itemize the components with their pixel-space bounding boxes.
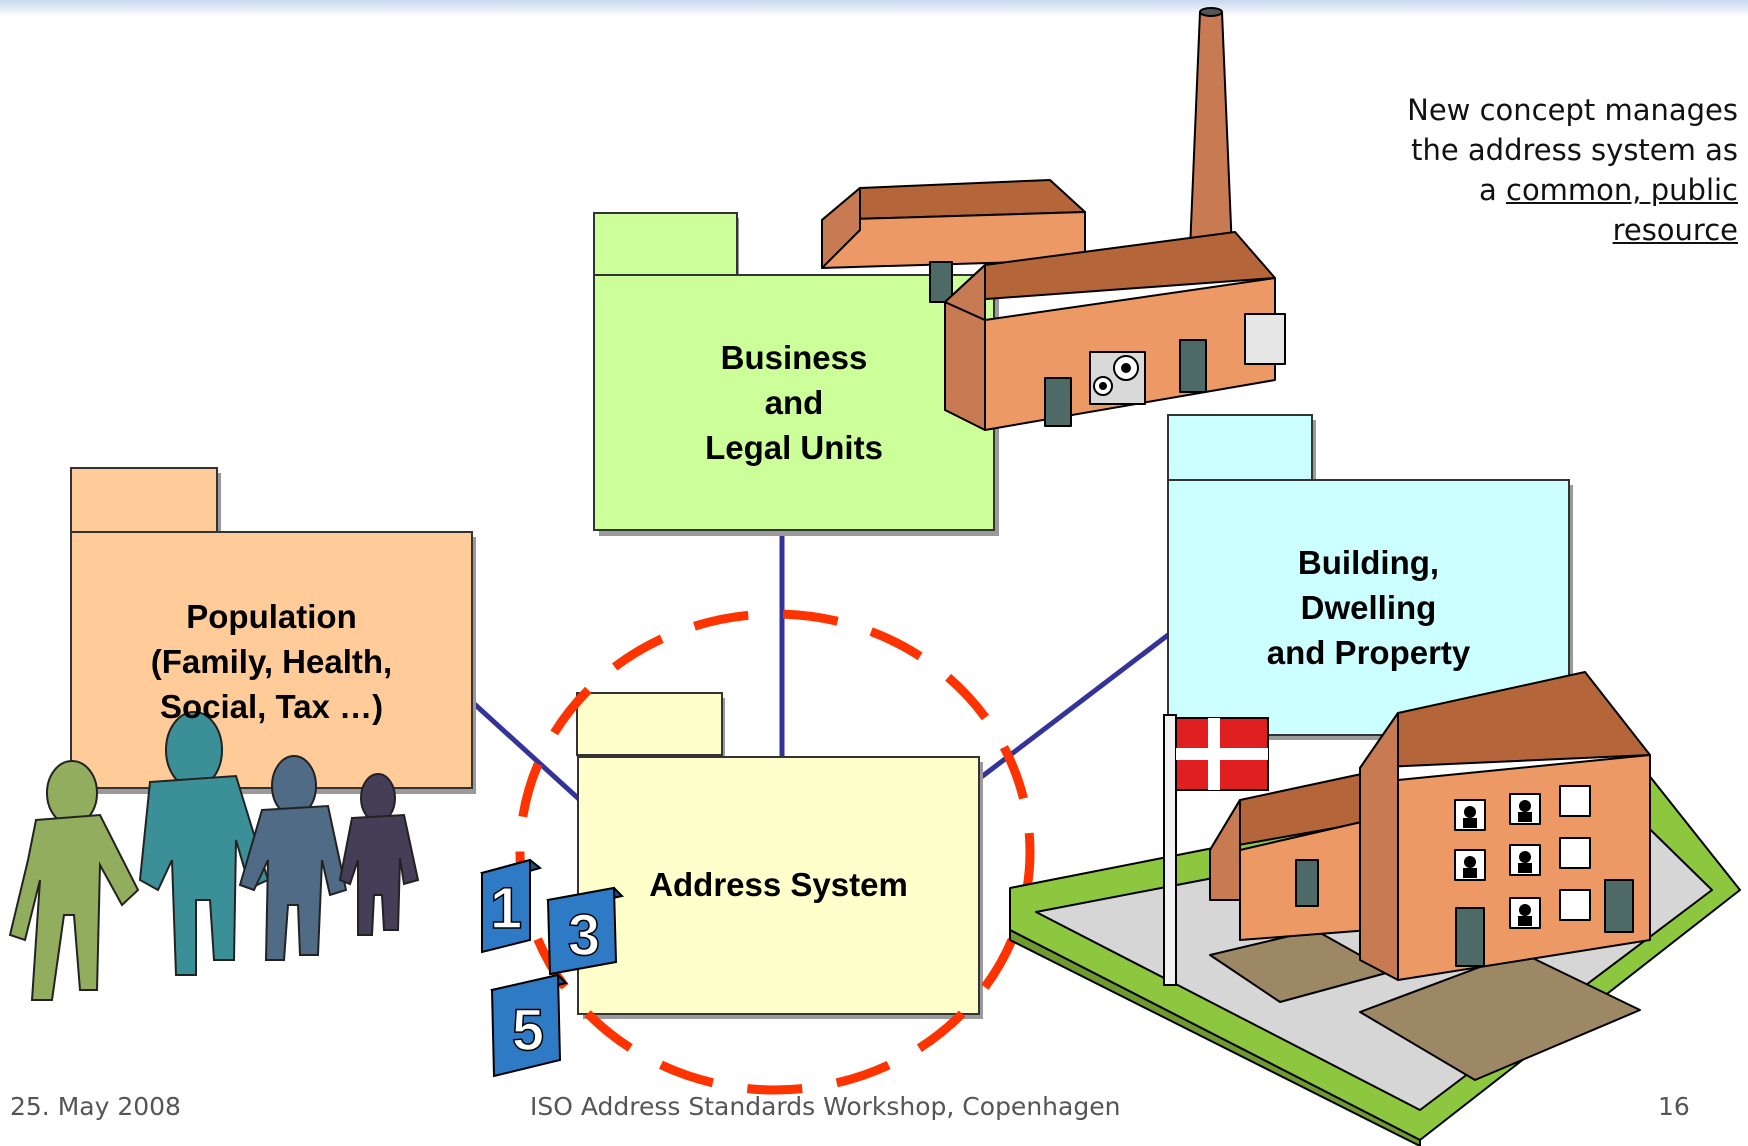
note-line-4-underlined: resource (1612, 213, 1738, 247)
footer-date: 25. May 2008 (10, 1092, 181, 1121)
note-line-2: the address system as (1411, 133, 1738, 167)
package-building (1167, 414, 1573, 740)
address-highlight-circle (515, 609, 1035, 1095)
population-package-title: Population (Family, Health, Social, Tax … (150, 598, 393, 725)
address-package-title: Address System (649, 866, 908, 903)
note-line-4: resource (1407, 210, 1738, 250)
note-line-3-underlined: common, public (1506, 173, 1738, 207)
tile-number-5: 5 (512, 998, 544, 1063)
building-package-title: Building, Dwelling and Property (1266, 544, 1471, 671)
gear-icon (1093, 355, 1139, 396)
note-line-1: New concept manages (1407, 93, 1738, 127)
house-icon (1009, 671, 1741, 1146)
concept-note: New concept manages the address system a… (1407, 90, 1738, 250)
package-population (70, 467, 476, 794)
factory-icon (821, 7, 1286, 431)
package-business (593, 212, 999, 536)
connector-population-address (468, 698, 582, 802)
footer-page-number: 16 (1658, 1092, 1690, 1121)
business-package-title: Business and Legal Units (705, 339, 883, 466)
number-tiles (479, 858, 625, 1078)
danish-flag-icon (1163, 714, 1269, 986)
header-band (0, 0, 1748, 16)
note-line-3: a common, public (1407, 170, 1738, 210)
tile-number-3: 3 (568, 903, 600, 968)
package-address (576, 692, 983, 1019)
people-icon (8, 711, 420, 1001)
note-line-3-prefix: a (1479, 173, 1506, 207)
tile-number-1: 1 (490, 876, 522, 941)
footer-event: ISO Address Standards Workshop, Copenhag… (530, 1092, 1121, 1121)
